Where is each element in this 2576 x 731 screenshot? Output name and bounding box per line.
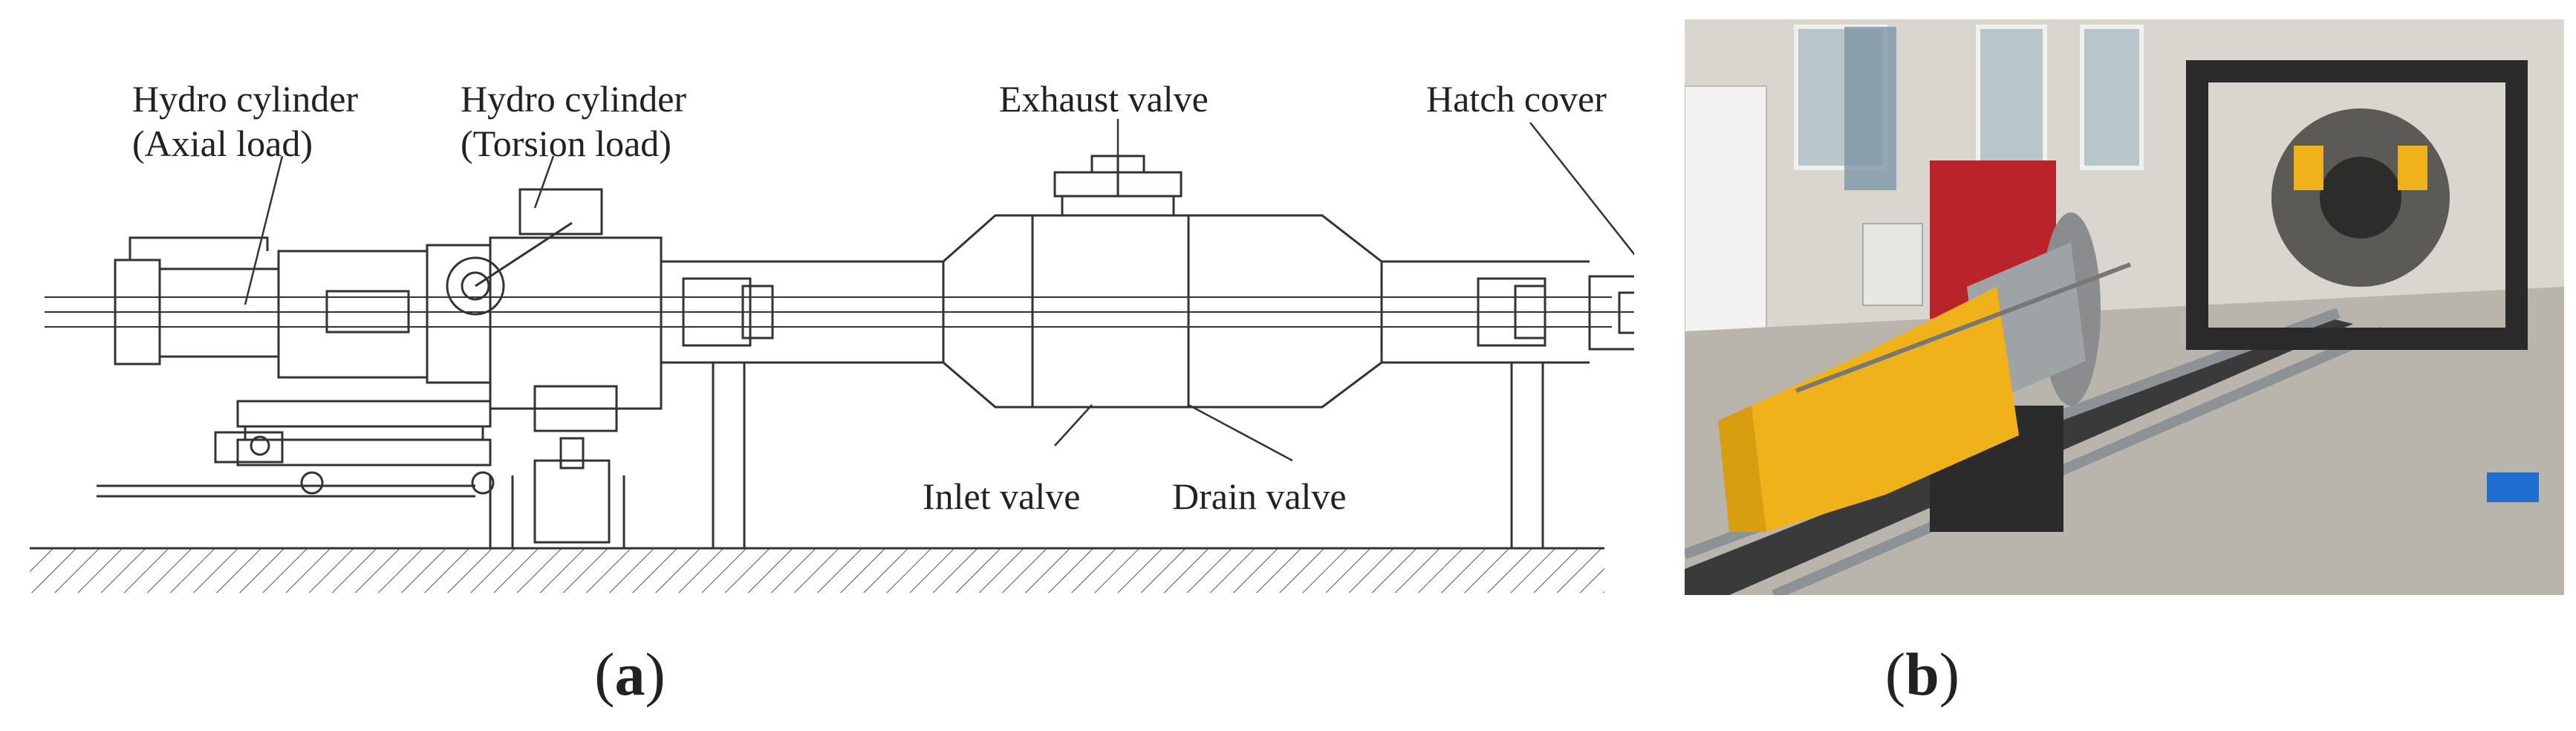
photo-panel bbox=[1685, 19, 2564, 595]
leader-inlet bbox=[1054, 404, 1093, 446]
caption-a: (a) bbox=[594, 640, 666, 708]
test-rig-photo bbox=[1685, 19, 2564, 595]
label-hydro-torsion-2: (Torsion load) bbox=[461, 123, 671, 164]
photo-rail bbox=[1772, 326, 2385, 595]
leader-hatch bbox=[1529, 122, 1657, 283]
leader-torsion bbox=[533, 155, 555, 209]
ground-hatching bbox=[30, 548, 1604, 593]
label-inlet-valve: Inlet valve bbox=[923, 475, 1080, 517]
schematic-drawing: Hydro cylinder (Axial load) Hydro cylind… bbox=[30, 78, 1664, 593]
photo-blue-box bbox=[2487, 472, 2539, 502]
photo-frame bbox=[2186, 60, 2528, 350]
photo-window bbox=[2080, 25, 2144, 170]
label-drain-valve: Drain valve bbox=[1172, 475, 1347, 517]
caption-b-letter: b bbox=[1905, 640, 1939, 708]
label-hydro-torsion-1: Hydro cylinder bbox=[461, 78, 686, 120]
photo-curtain bbox=[1844, 27, 1896, 190]
caption-a-letter: a bbox=[614, 640, 645, 708]
photo-yellow-cylinder bbox=[1752, 287, 2019, 532]
label-hatch-cover: Hatch cover bbox=[1426, 78, 1607, 120]
label-exhaust-valve: Exhaust valve bbox=[999, 78, 1209, 120]
leader-drain bbox=[1188, 403, 1293, 462]
photo-window bbox=[1976, 25, 2047, 170]
photo-radiator bbox=[1862, 223, 1923, 306]
label-hydro-axial-1: Hydro cylinder bbox=[132, 78, 358, 120]
label-hydro-axial-2: (Axial load) bbox=[132, 123, 313, 164]
leader-axial bbox=[244, 155, 284, 305]
caption-b: (b) bbox=[1884, 640, 1960, 708]
schematic-panel: Hydro cylinder (Axial load) Hydro cylind… bbox=[30, 78, 1664, 593]
